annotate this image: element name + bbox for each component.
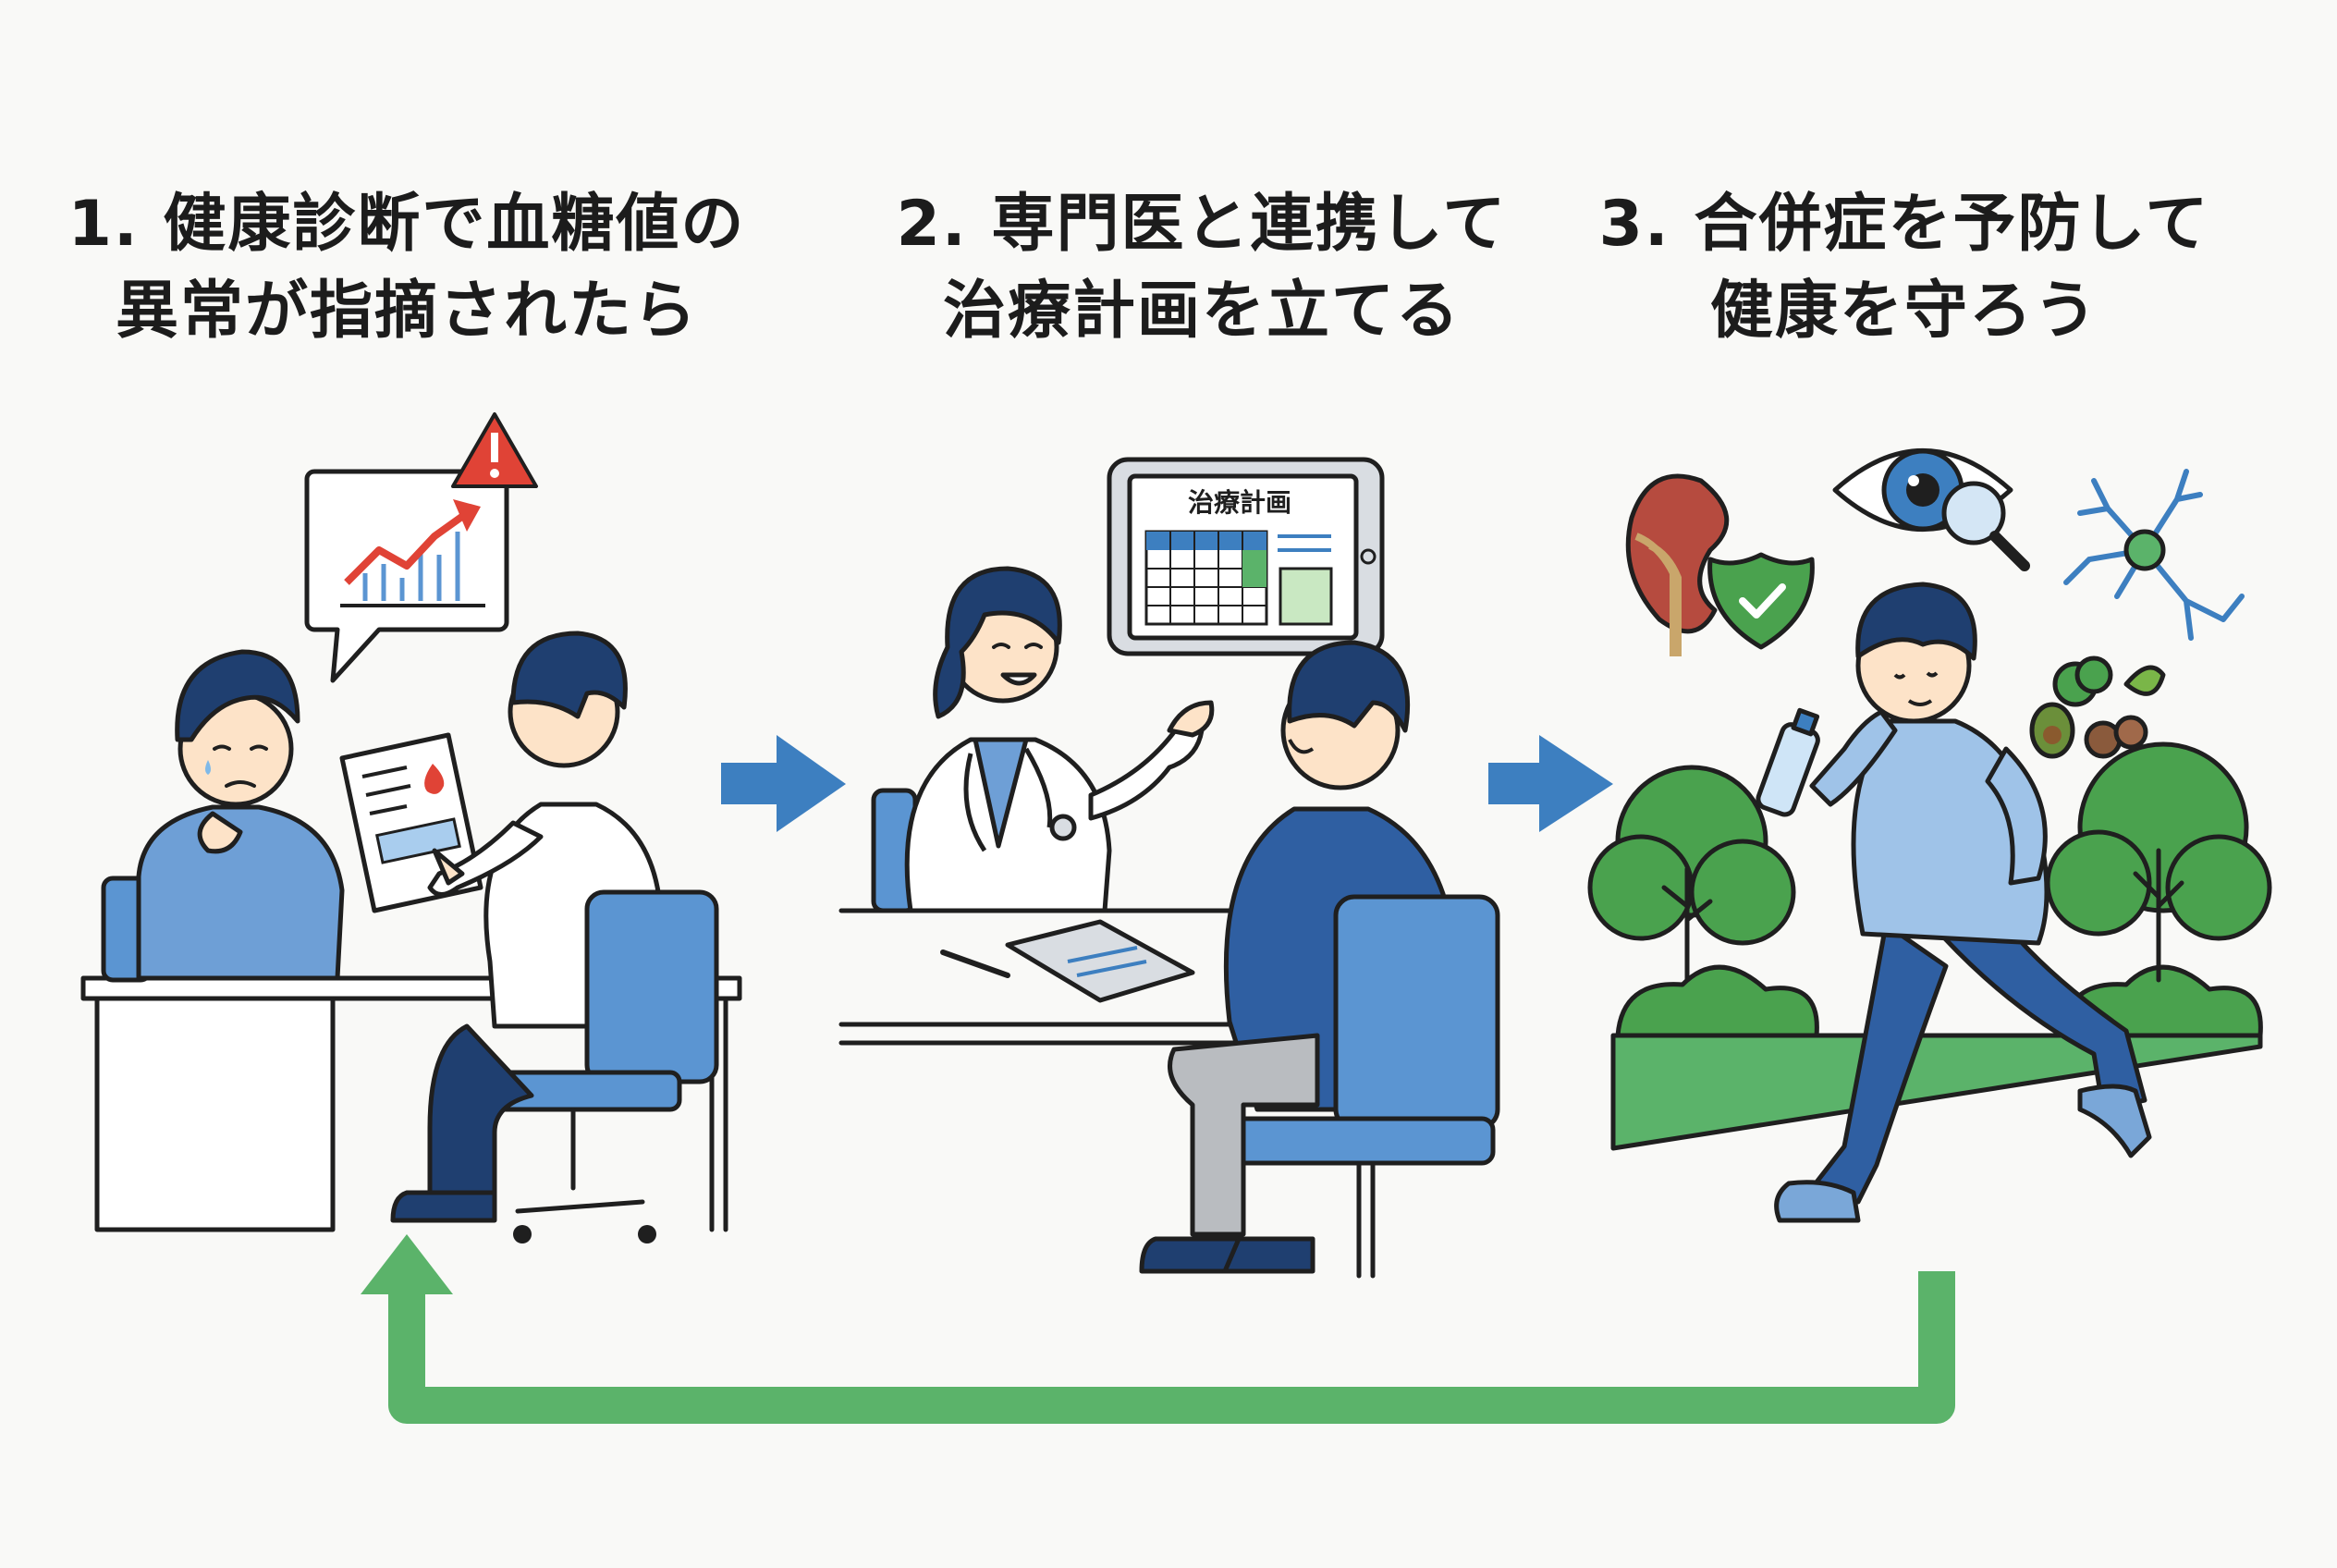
calendar-grid xyxy=(1144,530,1268,626)
desk-tablet xyxy=(940,919,1195,1003)
desk-1 xyxy=(80,975,742,1232)
warning-icon xyxy=(451,412,538,488)
wall-tablet: 治療計画 xyxy=(1107,457,1385,656)
magnifier-icon xyxy=(1941,481,2030,571)
step1-line2: 異常が指摘されたら xyxy=(115,275,698,348)
vegetables-icon xyxy=(2029,655,2166,759)
blood-drop-icon xyxy=(424,764,445,794)
trees xyxy=(1587,741,2272,1038)
step3-line2: 健康を守ろう xyxy=(1709,275,2098,348)
flow-arrow-1 xyxy=(721,735,846,832)
female-doctor xyxy=(904,566,1215,913)
trend-chart-icon xyxy=(340,499,485,607)
flow-arrow-2 xyxy=(1488,735,1613,832)
step1-title: 1. 健康診断で血糖値の 異常が指摘されたら xyxy=(37,181,777,355)
step2-title: 2. 専門医と連携して 治療計画を立てる xyxy=(832,181,1572,355)
tablet-title: 治療計画 xyxy=(1188,487,1291,518)
kidney-icon xyxy=(1625,473,1730,656)
step3-line1: 3. 合併症を予防して xyxy=(1598,188,2210,261)
scene-1-consultation xyxy=(80,412,742,1243)
scene-3-prevention xyxy=(1587,448,2272,1223)
step2-line2: 治療計画を立てる xyxy=(942,275,1461,348)
step2-line1: 2. 専門医と連携して xyxy=(896,188,1508,261)
jogger xyxy=(1774,582,2152,1223)
water-bottle-icon xyxy=(1756,707,1820,817)
cycle-return-arrow xyxy=(361,1234,1955,1424)
patient-chair-2 xyxy=(1227,894,1500,1279)
shield-check-icon xyxy=(1707,552,1815,650)
step3-title: 3. 合併症を予防して 健康を守ろう xyxy=(1535,181,2274,355)
speech-bubble xyxy=(304,412,538,683)
nerve-cell-icon xyxy=(2063,469,2245,641)
worried-patient xyxy=(136,649,345,981)
scene-2-treatment-plan: 治療計画 xyxy=(838,457,1500,1279)
step1-line1: 1. 健康診断で血糖値の xyxy=(67,188,746,261)
